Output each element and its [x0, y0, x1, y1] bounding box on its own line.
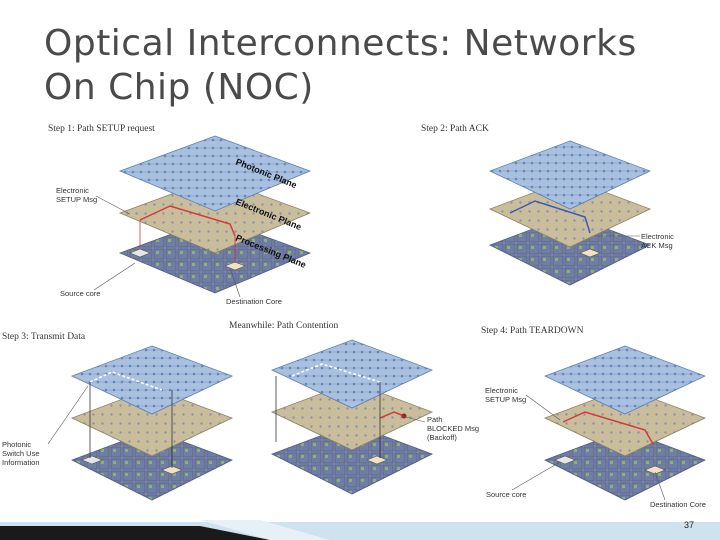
processing-plane — [271, 423, 433, 495]
meanwhile-label: Meanwhile: Path Contention — [229, 321, 339, 331]
source-core-highlight — [129, 248, 151, 258]
footer-decoration — [0, 520, 720, 540]
step3-layer-stack — [70, 345, 234, 501]
destination-core-highlight — [366, 455, 388, 465]
photonic-plane — [270, 339, 434, 409]
destination-core-highlight — [579, 248, 601, 258]
destination-core-highlight — [161, 465, 183, 475]
step4-electronic-callout: Electronic SETUP Msg — [485, 386, 527, 404]
footer-dark-wedge — [0, 526, 270, 540]
electronic-plane — [270, 381, 434, 451]
page-number: 37 — [683, 520, 694, 530]
source-core-highlight — [81, 455, 103, 465]
photonic-plane — [118, 135, 312, 212]
step3-photonic-callout: Photonic Switch Use Information — [2, 440, 40, 467]
electronic-plane — [488, 178, 652, 248]
electronic-plane — [118, 177, 312, 254]
electronic-plane — [70, 387, 234, 457]
title-line-2: On Chip (NOC) — [44, 67, 314, 108]
blocked-marker — [401, 413, 407, 419]
step4-layer-stack — [543, 345, 707, 501]
processing-plane — [489, 214, 651, 286]
ack-path — [509, 200, 591, 234]
processing-plane — [544, 429, 706, 501]
photonic-plane — [70, 345, 234, 415]
step2-layer-stack — [488, 140, 652, 286]
step1-source-callout: Source core — [60, 289, 101, 298]
teardown-path — [562, 411, 654, 445]
setup-path — [139, 205, 236, 237]
processing-plane — [71, 429, 233, 501]
photonic-plane — [488, 140, 652, 210]
step2-label: Step 2: Path ACK — [421, 124, 489, 134]
step1-layer-stack: Photonic Plane Electronic Plane Processi… — [118, 135, 312, 294]
step3-label: Step 3: Transmit Data — [2, 332, 86, 342]
step4-source-callout: Source core — [486, 490, 527, 499]
step2-electronic-callout: Electronic ACK Msg — [641, 232, 674, 250]
blocked-path — [379, 411, 405, 419]
footer-light-wedge — [200, 520, 330, 540]
step1-destination-callout: Destination Core — [226, 297, 282, 306]
step4-destination-callout: Destination Core — [650, 500, 706, 509]
meanwhile-layer-stack — [270, 339, 434, 495]
electronic-plane — [543, 387, 707, 457]
step1-label: Step 1: Path SETUP request — [48, 124, 155, 134]
processing-plane — [118, 217, 312, 294]
slide-title: Optical Interconnects: Networks On Chip … — [44, 22, 637, 110]
contention-path — [291, 363, 381, 383]
step4-label: Step 4: Path TEARDOWN — [481, 326, 584, 336]
destination-core-highlight — [644, 465, 666, 475]
photonic-plane — [543, 345, 707, 415]
meanwhile-blocked-callout: Path BLOCKED Msg (Backoff) — [427, 415, 480, 442]
title-line-1: Optical Interconnects: Networks — [44, 23, 637, 64]
step1-electronic-callout: Electronic SETUP Msg — [56, 186, 98, 204]
